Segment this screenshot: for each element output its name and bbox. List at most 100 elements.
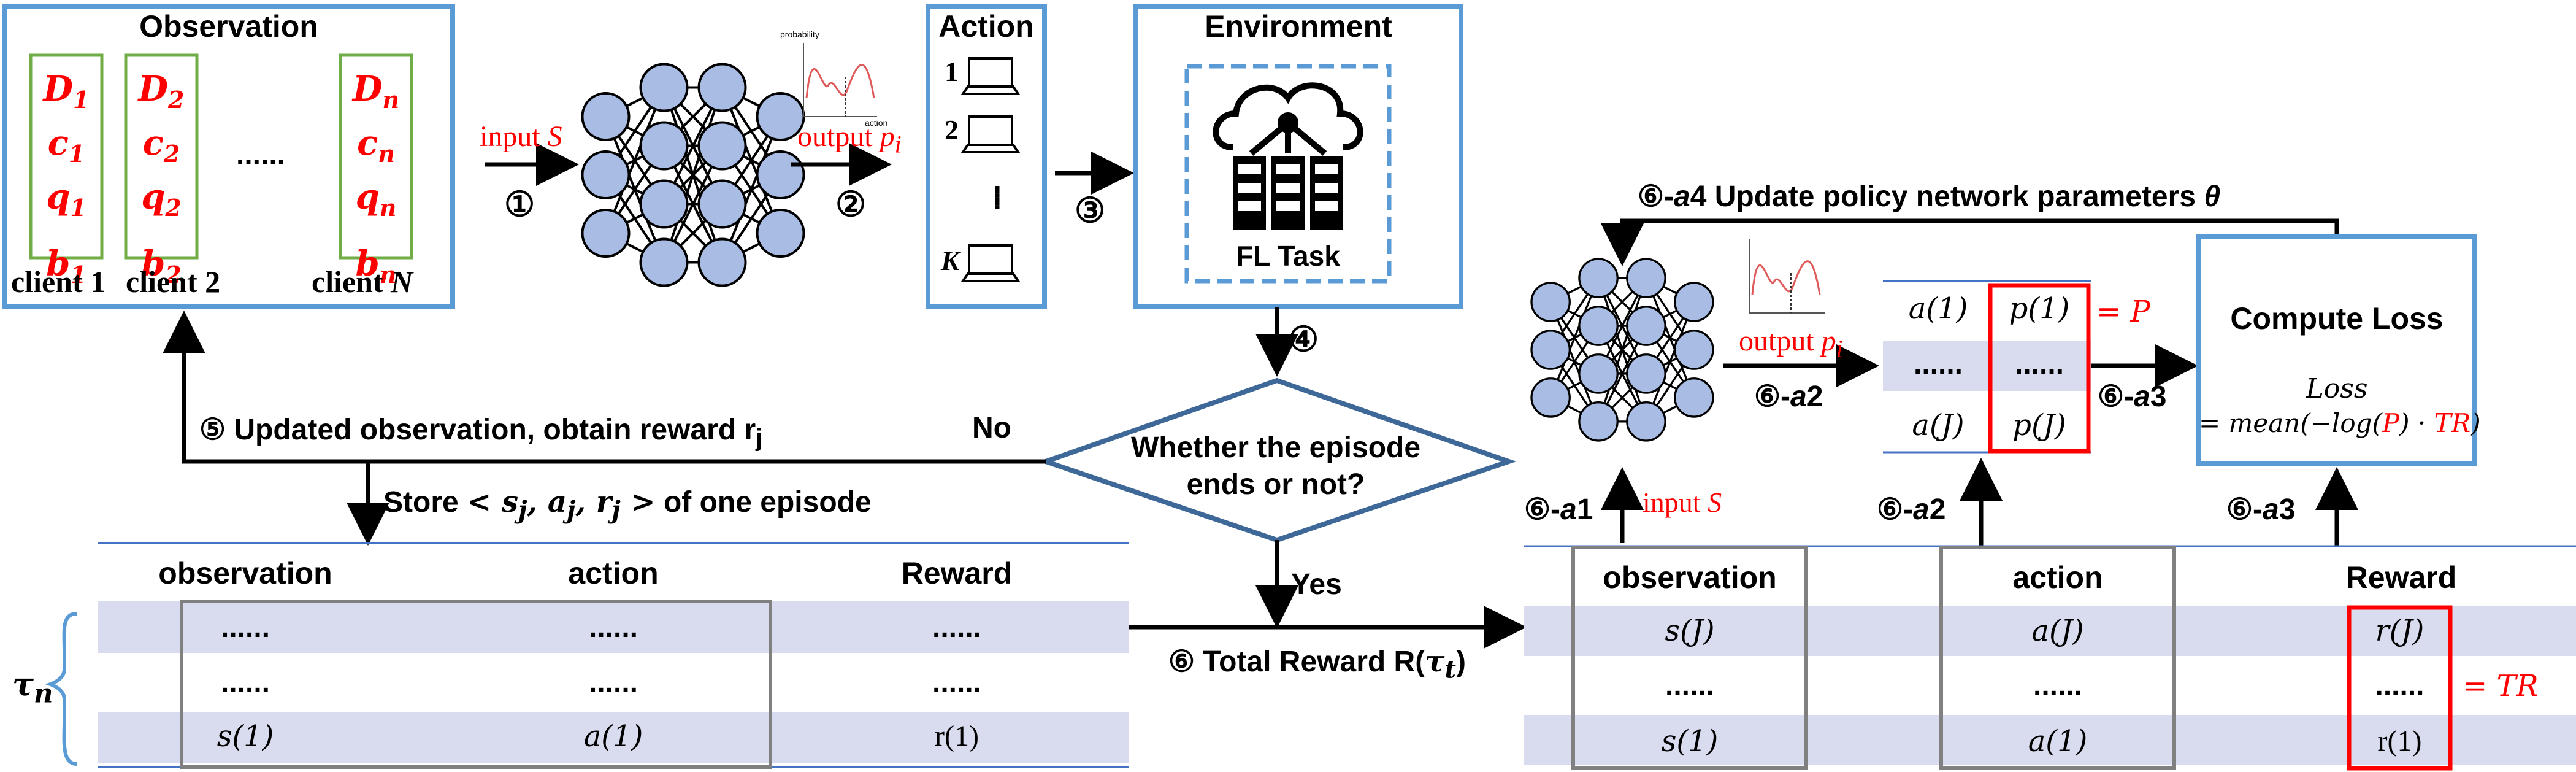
client-n-box — [339, 53, 413, 260]
action-dots: ...... — [989, 184, 1019, 207]
nn-node — [639, 121, 689, 171]
client-1-vars: D1 c1 q1 b1 — [43, 69, 90, 288]
table-row: a(1) — [583, 719, 643, 754]
nn-node — [581, 92, 631, 141]
neural-network-icon — [581, 63, 805, 287]
plot-xlabel: action — [865, 118, 888, 128]
nn-node — [639, 237, 689, 287]
arrow-no-loop — [163, 311, 1046, 464]
loss-line2: = mean(−log(P) · TR) — [2199, 408, 2481, 438]
fl-task-dashed-box — [1184, 64, 1392, 284]
client-2-label: client 2 — [126, 264, 221, 299]
tau-label: τn — [12, 666, 53, 709]
step1-label: input S — [480, 120, 562, 153]
table-row: ...... — [932, 666, 981, 699]
step-a2-lower: ⑥-a2 — [1877, 493, 1946, 526]
left-table-header-reward: Reward — [901, 556, 1013, 590]
table-row: s(1) — [217, 719, 274, 754]
table-row: p(J) — [2012, 408, 2066, 442]
table-row: ...... — [588, 666, 638, 699]
action-item-2: 2 — [945, 114, 959, 145]
step-a1-label: input S — [1643, 487, 1722, 518]
step-a2-label: output pi — [1739, 325, 1843, 363]
neural-network-icon-right — [1530, 258, 1714, 442]
step5-label: ⑤ Updated observation, obtain reward rj — [199, 414, 763, 452]
step2-label: output pi — [797, 120, 902, 158]
eq-tr: = TR — [2463, 669, 2539, 703]
table-row: ...... — [588, 611, 638, 644]
table-row: a(J) — [1912, 408, 1965, 442]
nn-node — [1578, 353, 1619, 394]
nn-node — [1578, 258, 1619, 298]
client-2-box — [124, 53, 199, 260]
client-1-label: client 1 — [11, 264, 106, 299]
nn-node — [1530, 377, 1571, 418]
table-row: ...... — [2014, 348, 2064, 380]
step3-num: ③ — [1075, 191, 1106, 230]
table-row: ...... — [220, 611, 270, 644]
nn-node — [1674, 330, 1714, 370]
environment-title: Environment — [1205, 9, 1392, 44]
nn-node — [697, 121, 747, 171]
nn-node — [1578, 306, 1619, 346]
nn-node — [697, 237, 747, 287]
nn-node — [1578, 401, 1619, 442]
table-row: ...... — [1665, 670, 1714, 702]
table-row: p(1) — [2009, 291, 2070, 326]
reward-column-highlight — [2347, 605, 2453, 771]
table-row: s(1) — [1661, 724, 1719, 758]
plot-ylabel: probability — [780, 29, 819, 39]
nn-node — [1626, 353, 1666, 394]
server-rack-icon — [1233, 156, 1343, 230]
clients-ellipsis: ...... — [236, 139, 286, 171]
left-table-header-obs: observation — [158, 556, 332, 590]
right-table-header-action: action — [2012, 560, 2103, 595]
table-row: r(1) — [935, 720, 979, 752]
nn-node — [1530, 282, 1571, 322]
compute-loss-box — [2196, 234, 2477, 466]
left-table-highlight — [180, 600, 772, 769]
p-column-highlight — [1988, 283, 2091, 454]
action-title: Action — [938, 9, 1034, 44]
step-a1: ⑥-a1 — [1524, 493, 1593, 526]
table-row: ...... — [1913, 348, 1963, 380]
arrow-update-loop — [1601, 218, 2339, 266]
decision-text: Whether the episode ends or not? — [1130, 431, 1421, 501]
right-table-header-reward: Reward — [2345, 560, 2457, 595]
laptop-icons — [960, 57, 1021, 282]
nn-node — [581, 209, 631, 258]
laptop-icon — [968, 115, 1013, 146]
right-table-action-highlight — [1939, 546, 2176, 770]
table-row: ...... — [2033, 670, 2082, 702]
table-row: ...... — [2375, 670, 2425, 702]
action-item-1: 1 — [945, 56, 959, 87]
nn-node — [697, 63, 747, 112]
step2-num: ② — [835, 185, 867, 223]
environment-box — [1133, 4, 1463, 309]
nn-node — [1626, 401, 1666, 442]
nn-node — [1626, 306, 1666, 346]
table-row: a(1) — [1908, 291, 1968, 326]
decision-yes: Yes — [1291, 568, 1342, 601]
nn-node — [756, 209, 805, 258]
step4-num: ④ — [1288, 320, 1319, 358]
step-a3: ⑥-a3 — [2098, 380, 2167, 413]
update-policy-label: ⑥-a4 Update policy network parameters θ — [1638, 180, 2221, 213]
action-box — [926, 4, 1047, 309]
client-n-vars: Dn cn qn bn — [352, 69, 400, 288]
client-1-box — [29, 53, 104, 260]
nn-node — [1530, 330, 1571, 370]
laptop-icon — [968, 244, 1013, 275]
loss-line1: Loss — [2306, 373, 2368, 404]
decision-no: No — [972, 412, 1011, 444]
table-row: s(J) — [1665, 614, 1715, 648]
client-2-vars: D2 c2 q2 b2 — [138, 69, 185, 288]
nn-node — [1674, 282, 1714, 322]
observation-box — [2, 4, 455, 309]
observation-title: Observation — [139, 9, 318, 44]
probability-plot-icon-right — [1749, 239, 1825, 314]
table-row: a(1) — [2028, 724, 2088, 758]
nn-node — [1626, 258, 1666, 298]
step1-num: ① — [504, 185, 535, 223]
